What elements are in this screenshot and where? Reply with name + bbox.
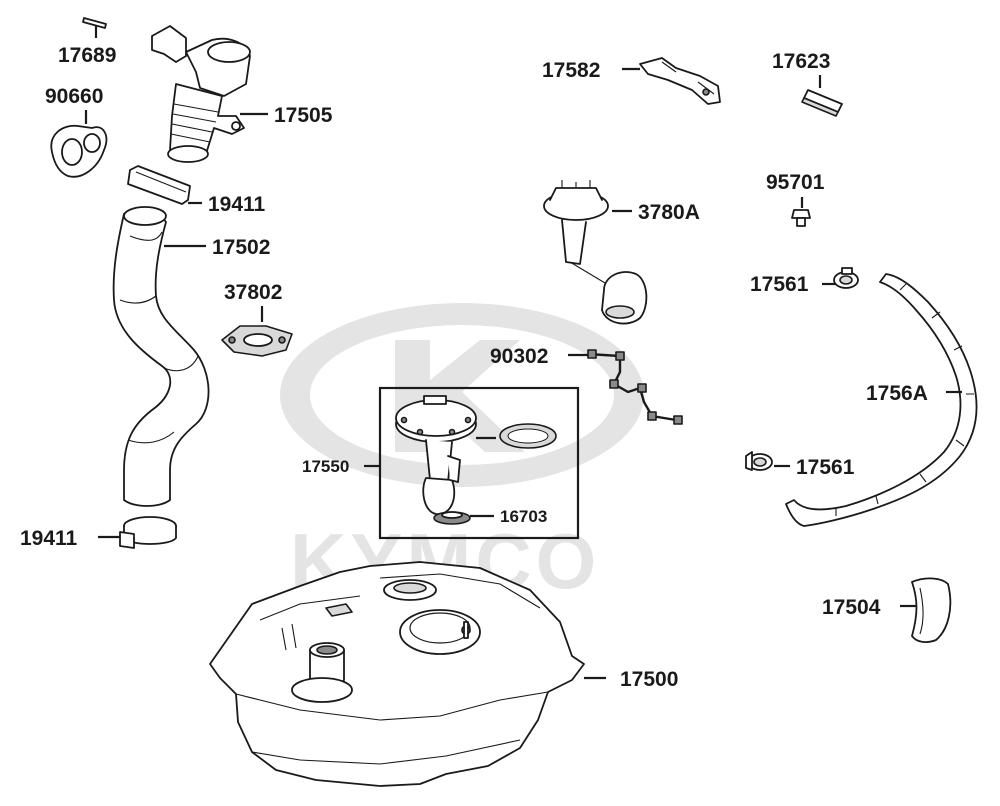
part-17505-filler-neck[interactable] — [151, 25, 251, 163]
part-17504-pad[interactable] — [911, 577, 952, 643]
label-1756A: 1756A — [866, 382, 928, 405]
label-17561-bottom: 17561 — [796, 456, 855, 479]
label-17689: 17689 — [58, 44, 116, 67]
label-19411-bottom: 19411 — [20, 527, 78, 550]
part-17623-plate[interactable] — [801, 89, 843, 117]
part-90660-clamp[interactable] — [50, 124, 108, 178]
part-17500-fuel-tank[interactable] — [209, 561, 585, 787]
part-19411-clamp-top[interactable] — [127, 165, 191, 205]
label-17623: 17623 — [772, 50, 830, 73]
part-1756A-breather-hose[interactable] — [785, 273, 978, 527]
label-17561-top: 17561 — [750, 273, 809, 296]
label-16703: 16703 — [500, 507, 547, 526]
label-17505: 17505 — [274, 104, 333, 127]
label-90660: 90660 — [45, 85, 103, 108]
part-17561-clip-top[interactable] — [833, 267, 859, 289]
part-17689-pin[interactable] — [82, 17, 107, 38]
label-17504: 17504 — [822, 596, 881, 619]
label-17550: 17550 — [302, 457, 349, 476]
label-90302: 90302 — [490, 345, 548, 368]
label-19411-top: 19411 — [208, 193, 266, 216]
part-3780A-fuel-level-sender[interactable] — [543, 180, 648, 325]
part-fuel-pump-gasket[interactable] — [499, 423, 557, 449]
label-17500: 17500 — [620, 668, 678, 691]
part-16703-filter[interactable] — [433, 511, 471, 525]
part-37802-gasket[interactable] — [221, 325, 293, 357]
label-95701: 95701 — [766, 171, 825, 194]
part-17550-fuel-pump[interactable] — [395, 395, 477, 515]
part-17582-bracket[interactable] — [639, 57, 721, 105]
label-3780A: 3780A — [638, 201, 700, 224]
kymco-watermark: KYMCO — [280, 303, 644, 605]
label-37802: 37802 — [224, 281, 282, 304]
part-90302-wire-harness[interactable] — [587, 349, 683, 425]
part-17502-filler-hose[interactable] — [112, 206, 210, 507]
fuel-pump-assembly-box — [378, 386, 580, 540]
part-19411-clamp-bottom[interactable] — [119, 516, 177, 549]
part-17561-clip-bottom[interactable] — [745, 451, 773, 471]
label-17582: 17582 — [542, 59, 600, 82]
part-95701-bolt[interactable] — [791, 209, 811, 227]
label-17502: 17502 — [212, 236, 270, 259]
